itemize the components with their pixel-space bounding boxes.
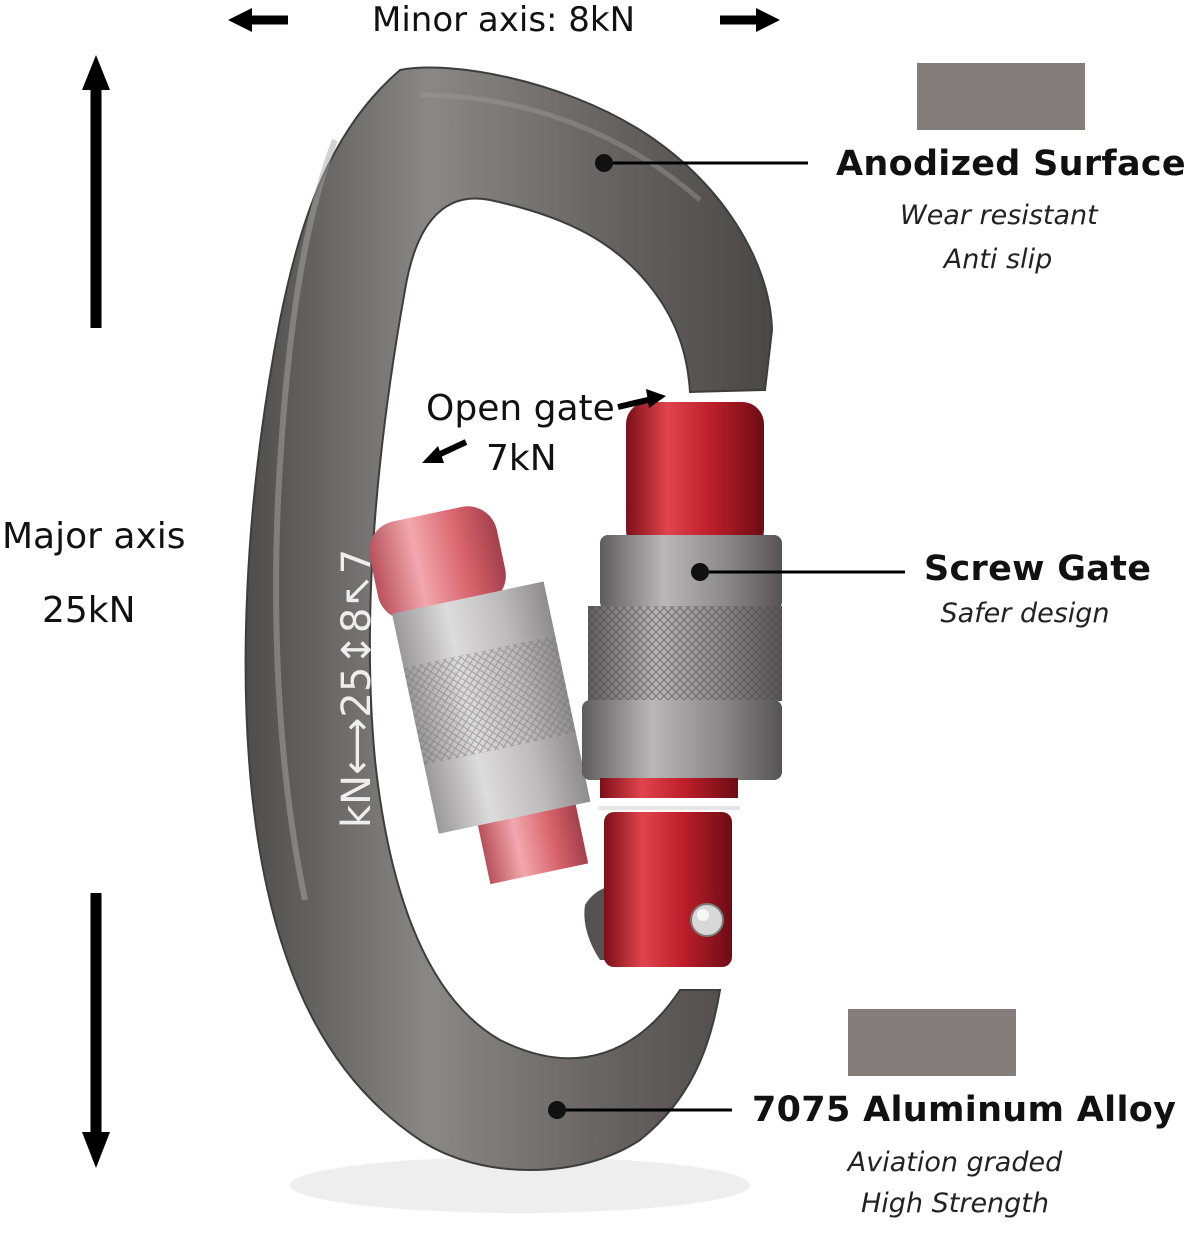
screw-gate bbox=[582, 402, 782, 967]
alloy-title: 7075 Aluminum Alloy bbox=[752, 1090, 1177, 1130]
major-axis-arrows bbox=[82, 55, 110, 1168]
anodized-line-1: Wear resistant bbox=[900, 200, 1098, 231]
screw-gate-title: Screw Gate bbox=[924, 549, 1152, 589]
callout-anodized bbox=[595, 154, 808, 172]
anodized-line-2: Anti slip bbox=[943, 244, 1053, 275]
anodized-color-swatch bbox=[917, 63, 1085, 130]
callout-alloy bbox=[548, 1101, 732, 1119]
anodized-surface-title: Anodized Surface bbox=[836, 144, 1186, 184]
stamp-text: kN⟷25↕8↖7 bbox=[334, 549, 380, 828]
callout-screw-gate bbox=[691, 563, 905, 581]
open-gate-ghost bbox=[369, 506, 591, 885]
alloy-color-swatch bbox=[848, 1009, 1016, 1076]
minor-axis-arrows bbox=[228, 8, 780, 32]
alloy-line-1: Aviation graded bbox=[847, 1147, 1063, 1178]
major-axis-value: 25kN bbox=[42, 590, 136, 631]
alloy-line-2: High Strength bbox=[860, 1188, 1050, 1219]
open-gate-arrows bbox=[422, 389, 666, 463]
screw-gate-line-1: Safer design bbox=[940, 598, 1110, 629]
carabiner-body bbox=[244, 66, 774, 1171]
carabiner-illustration: kN⟷25↕8↖7 bbox=[82, 8, 905, 1213]
shadow bbox=[290, 1157, 750, 1213]
open-gate-value: 7kN bbox=[486, 438, 557, 479]
open-gate-label: Open gate bbox=[426, 388, 615, 429]
minor-axis-label: Minor axis: 8kN bbox=[372, 0, 636, 40]
major-axis-label: Major axis bbox=[2, 516, 186, 557]
